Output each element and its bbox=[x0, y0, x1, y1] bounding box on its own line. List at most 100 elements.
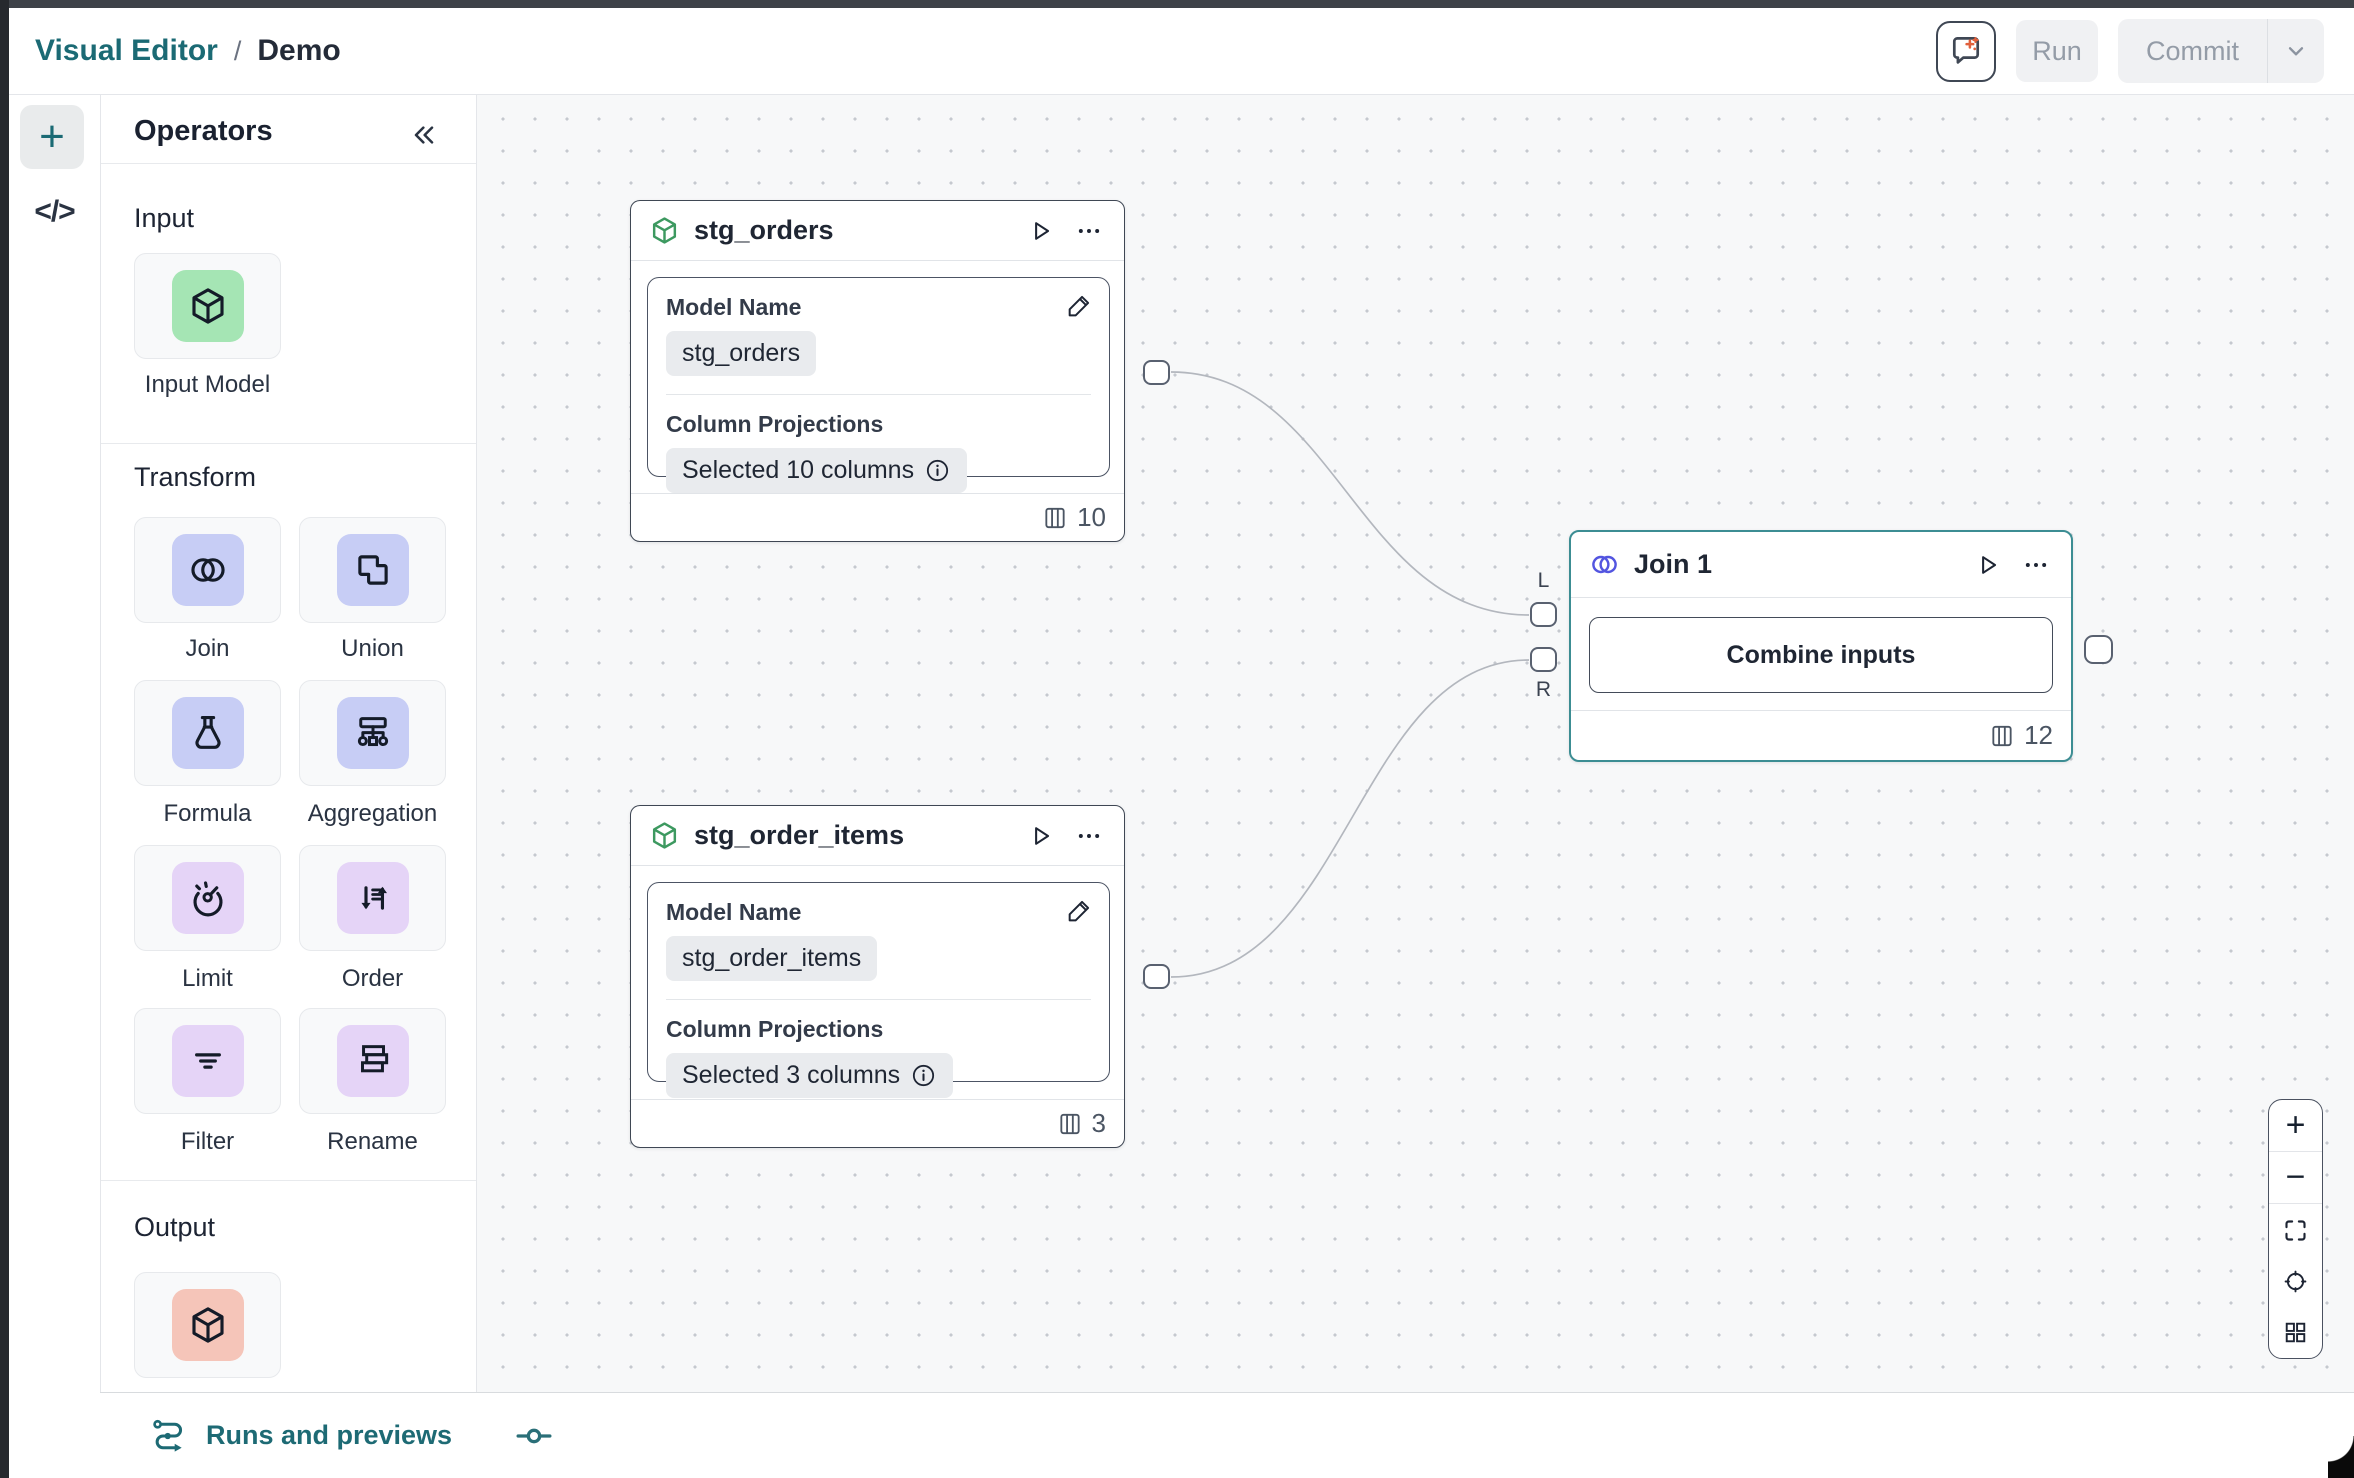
model-name-value: stg_orders bbox=[682, 339, 800, 368]
run-button[interactable]: Run bbox=[2016, 20, 2098, 82]
node-run-button[interactable] bbox=[1024, 214, 1058, 248]
add-button[interactable]: + bbox=[20, 105, 84, 169]
runs-and-previews-label: Runs and previews bbox=[206, 1420, 452, 1451]
runs-and-previews-button[interactable]: Runs and previews bbox=[150, 1417, 452, 1455]
info-icon[interactable] bbox=[910, 1062, 937, 1089]
pencil-icon bbox=[1065, 292, 1093, 320]
node-header: Join 1 bbox=[1571, 532, 2071, 598]
run-button-label: Run bbox=[2032, 36, 2082, 67]
column-count: 3 bbox=[1092, 1108, 1106, 1139]
node-menu-button[interactable] bbox=[1072, 214, 1106, 248]
edit-button[interactable] bbox=[1065, 897, 1093, 925]
filter-icon bbox=[172, 1025, 244, 1097]
join-icon bbox=[1589, 549, 1620, 580]
ellipsis-icon bbox=[1075, 217, 1103, 245]
cube-icon bbox=[649, 215, 680, 246]
cube-icon bbox=[172, 1289, 244, 1361]
fit-view-button[interactable] bbox=[2269, 1204, 2322, 1255]
port-label-left: L bbox=[1530, 569, 1557, 593]
operator-label: Input Model bbox=[134, 371, 281, 399]
model-name-value: stg_order_items bbox=[682, 944, 861, 973]
divider bbox=[666, 394, 1091, 395]
operator-label: Limit bbox=[134, 965, 281, 993]
node-config-card: Model Name stg_order_items Column Projec… bbox=[647, 882, 1110, 1082]
node-stg-orders[interactable]: stg_orders Model Name stg_ord bbox=[630, 200, 1125, 542]
column-projections-chip[interactable]: Selected 3 columns bbox=[666, 1053, 953, 1098]
column-projections-chip[interactable]: Selected 10 columns bbox=[666, 448, 967, 493]
field-label: Column Projections bbox=[666, 411, 1091, 438]
commit-line-icon bbox=[514, 1416, 554, 1456]
port-join-right-input[interactable] bbox=[1530, 647, 1557, 672]
operator-join[interactable] bbox=[134, 517, 281, 623]
aggregation-icon bbox=[337, 697, 409, 769]
operator-aggregation[interactable] bbox=[299, 680, 446, 786]
code-view-button[interactable]: </> bbox=[9, 195, 100, 229]
operator-limit[interactable] bbox=[134, 845, 281, 951]
node-menu-button[interactable] bbox=[1072, 819, 1106, 853]
operator-filter[interactable] bbox=[134, 1008, 281, 1114]
operator-union[interactable] bbox=[299, 517, 446, 623]
collapse-panel-button[interactable] bbox=[408, 119, 440, 151]
info-icon[interactable] bbox=[924, 457, 951, 484]
node-footer: 3 bbox=[631, 1099, 1124, 1147]
node-footer: 12 bbox=[1571, 710, 2071, 760]
projections-value: Selected 10 columns bbox=[682, 456, 914, 485]
version-toggle-button[interactable] bbox=[514, 1416, 554, 1456]
zoom-out-button[interactable]: − bbox=[2269, 1152, 2322, 1203]
plus-icon: + bbox=[2286, 1106, 2306, 1145]
operator-formula[interactable] bbox=[134, 680, 281, 786]
play-icon bbox=[1028, 218, 1054, 244]
plus-icon: + bbox=[39, 115, 65, 159]
operator-order[interactable] bbox=[299, 845, 446, 951]
operator-label: Formula bbox=[134, 800, 281, 828]
divider bbox=[101, 1180, 476, 1181]
breadcrumb-root-link[interactable]: Visual Editor bbox=[35, 34, 218, 68]
edit-button[interactable] bbox=[1065, 292, 1093, 320]
commit-button[interactable]: Commit bbox=[2118, 19, 2324, 83]
minus-icon: − bbox=[2286, 1158, 2306, 1197]
combine-inputs-button[interactable]: Combine inputs bbox=[1589, 617, 2053, 693]
commit-dropdown-button[interactable] bbox=[2268, 38, 2324, 64]
pencil-icon bbox=[1065, 897, 1093, 925]
node-join-1[interactable]: Join 1 Combine inputs 12 bbox=[1569, 530, 2073, 762]
left-rail: + </> bbox=[9, 95, 100, 1478]
layout-button[interactable] bbox=[2269, 1307, 2322, 1358]
node-run-button[interactable] bbox=[1024, 819, 1058, 853]
flow-canvas[interactable]: stg_orders Model Name stg_ord bbox=[477, 95, 2354, 1392]
limit-gauge-icon bbox=[172, 862, 244, 934]
node-title: stg_order_items bbox=[694, 820, 1010, 851]
field-label: Model Name bbox=[666, 899, 1091, 926]
canvas-controls: + − bbox=[2268, 1099, 2323, 1359]
ai-chat-button[interactable] bbox=[1936, 21, 1996, 82]
operator-output-model[interactable] bbox=[134, 1272, 281, 1378]
port-join-left-input[interactable] bbox=[1530, 602, 1557, 627]
operator-input-model[interactable] bbox=[134, 253, 281, 359]
route-icon bbox=[150, 1417, 188, 1455]
zoom-in-button[interactable]: + bbox=[2269, 1100, 2322, 1151]
node-run-button[interactable] bbox=[1971, 548, 2005, 582]
crosshair-icon bbox=[2282, 1268, 2309, 1295]
rename-icon bbox=[337, 1025, 409, 1097]
divider bbox=[666, 999, 1091, 1000]
grid-icon bbox=[2282, 1319, 2309, 1346]
port-stg-orders-output[interactable] bbox=[1143, 360, 1170, 385]
join-icon bbox=[172, 534, 244, 606]
port-stg-order-items-output[interactable] bbox=[1143, 964, 1170, 989]
bottom-bar: Runs and previews bbox=[100, 1392, 2354, 1478]
node-config-card: Model Name stg_orders Column Projections… bbox=[647, 277, 1110, 477]
fullscreen-icon bbox=[2282, 1217, 2309, 1244]
ellipsis-icon bbox=[1075, 822, 1103, 850]
columns-icon bbox=[1989, 723, 2015, 749]
locate-button[interactable] bbox=[2269, 1256, 2322, 1307]
operator-rename[interactable] bbox=[299, 1008, 446, 1114]
column-count: 12 bbox=[2024, 720, 2053, 751]
header-actions: Run Commit bbox=[1936, 19, 2354, 83]
field-label: Column Projections bbox=[666, 1016, 1091, 1043]
node-menu-button[interactable] bbox=[2019, 548, 2053, 582]
model-name-chip: stg_orders bbox=[666, 331, 816, 376]
port-join-output[interactable] bbox=[2084, 635, 2113, 664]
play-icon bbox=[1975, 552, 2001, 578]
operator-label: Filter bbox=[134, 1128, 281, 1156]
node-stg-order-items[interactable]: stg_order_items Model Name st bbox=[630, 805, 1125, 1148]
node-header: stg_orders bbox=[631, 201, 1124, 261]
